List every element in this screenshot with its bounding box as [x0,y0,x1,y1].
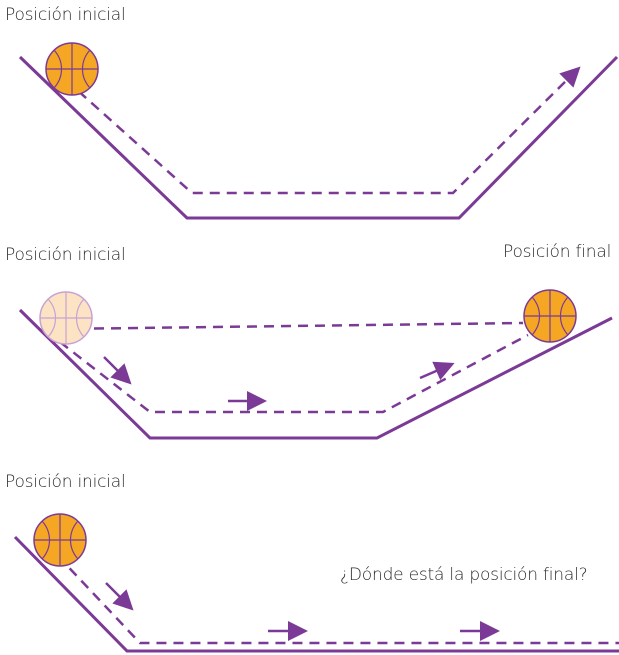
track-1 [18,55,619,220]
ghost-basketball-icon [39,291,93,345]
arrow-right-icon [419,361,455,381]
ball-path-3 [57,555,619,645]
arrow-right-icon [103,356,132,385]
basketball-icon [45,42,99,96]
initial-position-label: Posición inicial [5,5,126,25]
ball-path-2 [59,333,529,414]
panel-2 [18,289,613,440]
basketball-icon [33,513,87,567]
arrow-right-icon [105,582,134,611]
final-position-label: Posición final [503,242,612,262]
panel-3 [13,513,619,653]
panel-1 [18,42,619,220]
track-3 [13,535,619,653]
question-text: ¿Dónde está la posición final? [340,565,588,585]
track-2 [18,308,613,440]
ball-path-1 [65,66,581,195]
height-level-line [59,321,524,331]
initial-position-label: Posición inicial [5,245,126,265]
basketball-icon [523,289,577,343]
initial-position-label: Posición inicial [5,472,126,492]
